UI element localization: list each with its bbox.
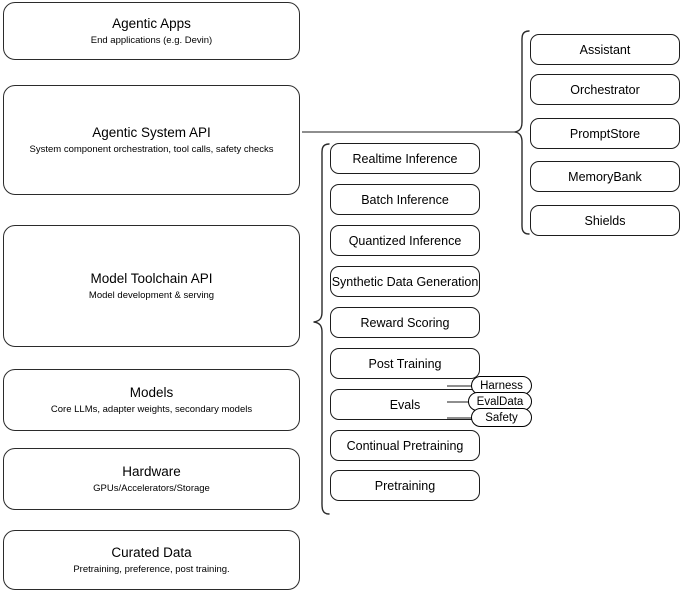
pill-label: Safety — [485, 411, 518, 424]
capability-label: Continual Pretraining — [346, 438, 464, 453]
layer-agentic-apps[interactable]: Agentic Apps End applications (e.g. Devi… — [3, 2, 300, 60]
capability-continual-pretraining[interactable]: Continual Pretraining — [330, 430, 480, 461]
component-label: MemoryBank — [568, 169, 642, 184]
layer-hardware[interactable]: Hardware GPUs/Accelerators/Storage — [3, 448, 300, 510]
capability-batch-inference[interactable]: Batch Inference — [330, 184, 480, 215]
capability-realtime-inference[interactable]: Realtime Inference — [330, 143, 480, 174]
layer-subtitle: GPUs/Accelerators/Storage — [93, 482, 210, 494]
component-promptstore[interactable]: PromptStore — [530, 118, 680, 149]
pill-label: Harness — [480, 379, 523, 392]
component-shields[interactable]: Shields — [530, 205, 680, 236]
layer-agentic-system-api[interactable]: Agentic System API System component orch… — [3, 85, 300, 195]
layer-subtitle: End applications (e.g. Devin) — [90, 34, 213, 46]
component-label: PromptStore — [569, 126, 641, 141]
layer-subtitle: System component orchestration, tool cal… — [29, 143, 274, 155]
capability-label: Evals — [389, 397, 421, 412]
layer-title: Hardware — [122, 463, 181, 479]
capability-label: Batch Inference — [361, 192, 449, 207]
capability-evals[interactable]: Evals — [330, 389, 480, 420]
layer-title: Agentic Apps — [112, 15, 191, 31]
layer-subtitle: Pretraining, preference, post training. — [73, 563, 230, 575]
layer-title: Agentic System API — [92, 124, 211, 140]
layer-model-toolchain-api[interactable]: Model Toolchain API Model development & … — [3, 225, 300, 347]
capability-label: Realtime Inference — [352, 151, 458, 166]
layer-curated-data[interactable]: Curated Data Pretraining, preference, po… — [3, 530, 300, 590]
layer-title: Model Toolchain API — [90, 270, 213, 286]
capability-label: Synthetic Data Generation — [331, 274, 479, 289]
component-orchestrator[interactable]: Orchestrator — [530, 74, 680, 105]
component-label: Shields — [584, 213, 626, 228]
layer-subtitle: Model development & serving — [88, 289, 215, 301]
layer-subtitle: Core LLMs, adapter weights, secondary mo… — [50, 403, 253, 415]
capability-label: Quantized Inference — [348, 233, 462, 248]
capability-post-training[interactable]: Post Training — [330, 348, 480, 379]
capability-pretraining[interactable]: Pretraining — [330, 470, 480, 501]
component-label: Orchestrator — [570, 82, 640, 97]
capability-quantized-inference[interactable]: Quantized Inference — [330, 225, 480, 256]
capability-label: Post Training — [368, 356, 442, 371]
layer-title: Curated Data — [111, 544, 192, 560]
pill-label: EvalData — [476, 395, 524, 408]
layer-models[interactable]: Models Core LLMs, adapter weights, secon… — [3, 369, 300, 431]
capability-synthetic-data-generation[interactable]: Synthetic Data Generation — [330, 266, 480, 297]
toolchain-capabilities-brace — [313, 143, 330, 515]
capability-reward-scoring[interactable]: Reward Scoring — [330, 307, 480, 338]
evals-subcomponent-safety[interactable]: Safety — [471, 408, 532, 427]
component-label: Assistant — [579, 42, 631, 57]
component-assistant[interactable]: Assistant — [530, 34, 680, 65]
capability-label: Reward Scoring — [360, 315, 450, 330]
component-memorybank[interactable]: MemoryBank — [530, 161, 680, 192]
capability-label: Pretraining — [374, 478, 436, 493]
layer-title: Models — [129, 384, 174, 400]
system-components-brace — [514, 30, 530, 235]
